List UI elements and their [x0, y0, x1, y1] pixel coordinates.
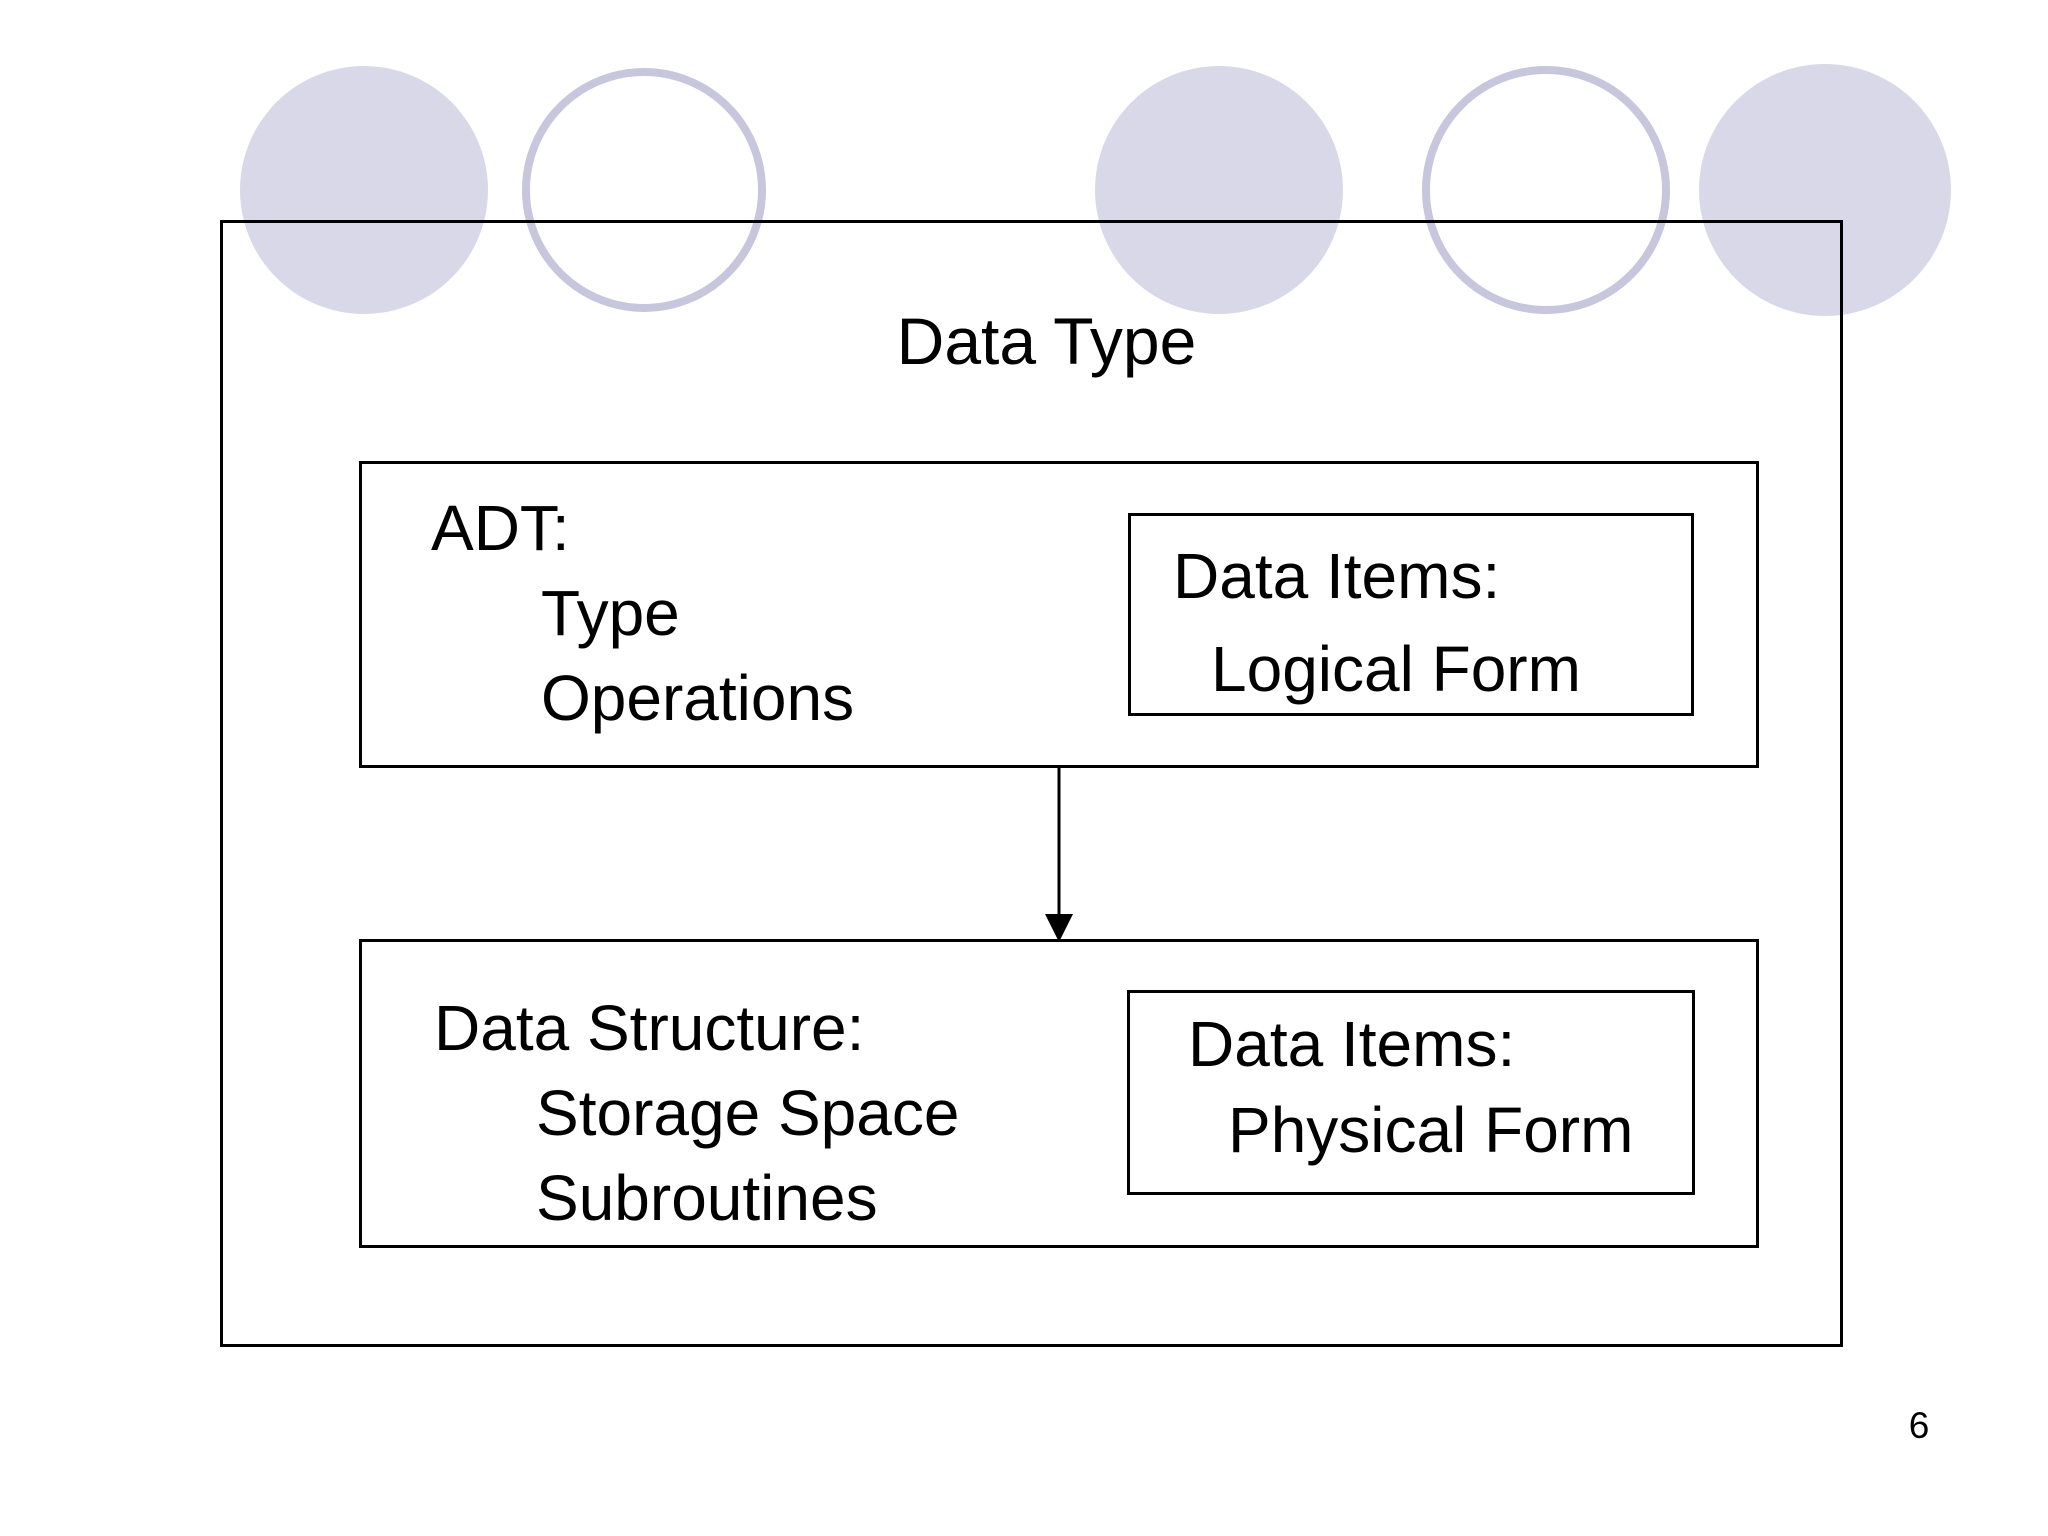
adt-item-operations: Operations: [541, 662, 855, 734]
decorative-circle-filled-2: [1095, 66, 1343, 314]
adt-label: ADT:: [431, 492, 570, 564]
data-type-box: Data Type ADT: Type Operations Data Item…: [220, 220, 1843, 1347]
ds-item-storage-space: Storage Space: [536, 1077, 960, 1149]
logical-form-label: Logical Form: [1211, 633, 1581, 705]
decorative-circle-filled-1: [240, 66, 488, 314]
physical-data-items-label: Data Items:: [1188, 1008, 1516, 1080]
physical-form-label: Physical Form: [1228, 1094, 1634, 1166]
decorative-circle-filled-3: [1699, 64, 1951, 316]
data-structure-text-block: Data Structure: Storage Space Subroutine…: [434, 986, 959, 1241]
physical-data-items-box: Data Items: Physical Form: [1127, 990, 1695, 1195]
data-structure-box: Data Structure: Storage Space Subroutine…: [359, 939, 1759, 1248]
logical-data-items-label: Data Items:: [1173, 540, 1501, 612]
page-title: Data Type: [896, 304, 1197, 378]
adt-box: ADT: Type Operations Data Items: Logical…: [359, 461, 1759, 768]
decorative-circle-outline-1: [522, 68, 766, 312]
adt-text-block: ADT: Type Operations: [431, 486, 854, 741]
decorative-circle-outline-2: [1422, 66, 1670, 314]
page-number: 6: [1908, 1405, 1930, 1446]
logical-data-items-box: Data Items: Logical Form: [1128, 513, 1694, 716]
adt-item-type: Type: [541, 577, 680, 649]
arrow-head: [1045, 914, 1073, 942]
data-structure-label: Data Structure:: [434, 992, 865, 1064]
ds-item-subroutines: Subroutines: [536, 1162, 878, 1234]
arrow-down: [1045, 768, 1073, 942]
